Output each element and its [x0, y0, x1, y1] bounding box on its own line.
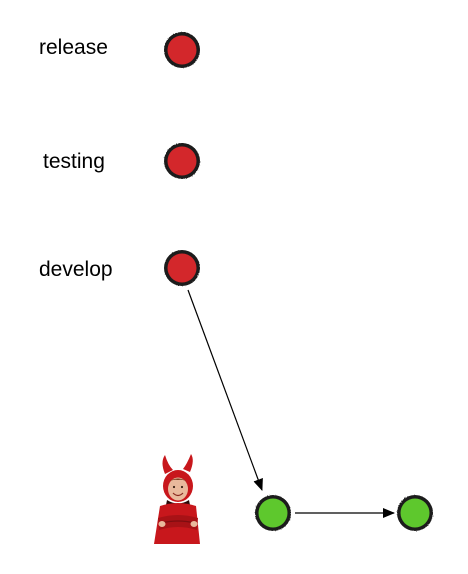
- node-commit-1: [255, 495, 291, 531]
- node-testing: [164, 143, 200, 179]
- node-release: [164, 32, 200, 68]
- node-commit-2: [397, 495, 433, 531]
- branch-label-develop: develop: [39, 258, 113, 281]
- node-develop: [164, 250, 200, 286]
- branch-label-release: release: [39, 36, 108, 59]
- branch-label-testing: testing: [43, 150, 105, 173]
- devil-figure-icon: [154, 454, 200, 544]
- connector-develop-to-commit: [187, 289, 263, 491]
